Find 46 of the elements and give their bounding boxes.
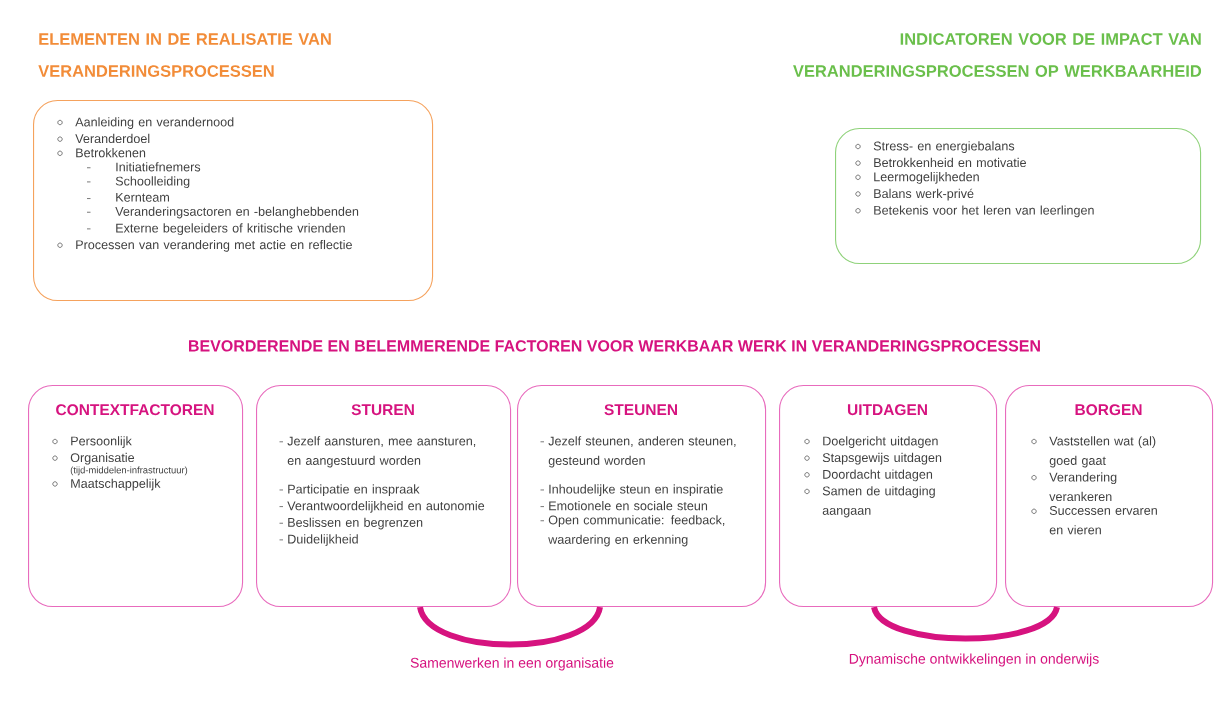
box-heading: UITDAGEN bbox=[847, 404, 927, 416]
connecting-arc bbox=[871, 605, 1060, 642]
box-heading: ELEMENTEN IN DE REALISATIE VAN VERANDERINGSPROCESSEN bbox=[38, 33, 331, 77]
list-item: Processen van verandering met actie en reflectie bbox=[57, 239, 352, 252]
list-item: (tijd-middelen-infrastructuur) bbox=[70, 466, 188, 476]
list-item: Successen ervaren en vieren bbox=[1031, 506, 1157, 535]
list-item: Betrokkenen bbox=[57, 148, 146, 158]
box-heading: CONTEXTFACTOREN bbox=[56, 404, 214, 416]
connecting-arc bbox=[417, 605, 603, 648]
edge-label: Samenwerken in een organisatie bbox=[410, 657, 614, 671]
list-item: Emotionele en sociale steun bbox=[540, 501, 708, 511]
list-item: Organisatie bbox=[52, 452, 135, 465]
list-item: Stapsgewijs uitdagen bbox=[804, 452, 942, 465]
list-item: Betrokkenheid en motivatie bbox=[855, 157, 1026, 168]
list-item: Jezelf aansturen, mee aansturen, en aangestuurd worden bbox=[279, 436, 476, 468]
list-item: Inhoudelijke steun en inspiratie bbox=[540, 484, 723, 497]
list-item: Veranderdoel bbox=[57, 133, 150, 144]
list-item: Veranderingsactoren en -belanghebbenden bbox=[86, 206, 359, 219]
list-item: Aanleiding en verandernood bbox=[57, 117, 234, 129]
list-item: Doordacht uitdagen bbox=[804, 469, 933, 482]
list-item: Externe begeleiders of kritische vrienden bbox=[86, 223, 345, 236]
list-item: Jezelf steunen, anderen steunen, gesteund worden bbox=[540, 436, 736, 468]
edge-label: Dynamische ontwikkelingen in onderwijs bbox=[849, 653, 1099, 667]
list-item: Verantwoordelijkheid en autonomie bbox=[279, 501, 485, 513]
box-heading: STUREN bbox=[351, 404, 414, 416]
list-item: Schoolleiding bbox=[86, 176, 190, 189]
list-item: Balans werk-privé bbox=[855, 188, 974, 201]
list-item: Verandering verankeren bbox=[1031, 472, 1117, 502]
list-item: Samen de uitdaging aangaan bbox=[804, 486, 935, 518]
list-item: Doelgericht uitdagen bbox=[804, 436, 938, 448]
list-item: Persoonlijk bbox=[52, 436, 132, 448]
list-item: Vaststellen wat (al) goed gaat bbox=[1031, 436, 1156, 468]
box-heading: BORGEN bbox=[1075, 404, 1142, 416]
list-item: Betekenis voor het leren van leerlingen bbox=[855, 205, 1094, 218]
list-item: Open communicatie: feedback, waardering en erkenning bbox=[540, 515, 725, 547]
box-heading: INDICATOREN VOOR DE IMPACT VAN VERANDERINGSPROCESSEN OP WERKBAARHEID bbox=[793, 33, 1202, 77]
list-item: Leermogelijkheden bbox=[855, 172, 979, 184]
list-item: Maatschappelijk bbox=[52, 478, 161, 491]
list-item: Participatie en inspraak bbox=[279, 484, 420, 497]
list-item: Initiatiefnemers bbox=[86, 162, 201, 172]
section-heading: BEVORDERENDE EN BELEMMERENDE FACTOREN VOOR WERKBAAR WERK IN VERANDERINGSPROCESSEN bbox=[189, 340, 1040, 352]
box-heading: STEUNEN bbox=[604, 404, 677, 416]
list-item: Duidelijkheid bbox=[279, 534, 358, 547]
list-item: Stress- en energiebalans bbox=[855, 141, 1015, 153]
list-item: Kernteam bbox=[86, 192, 169, 202]
list-item: Beslissen en begrenzen bbox=[279, 517, 423, 530]
